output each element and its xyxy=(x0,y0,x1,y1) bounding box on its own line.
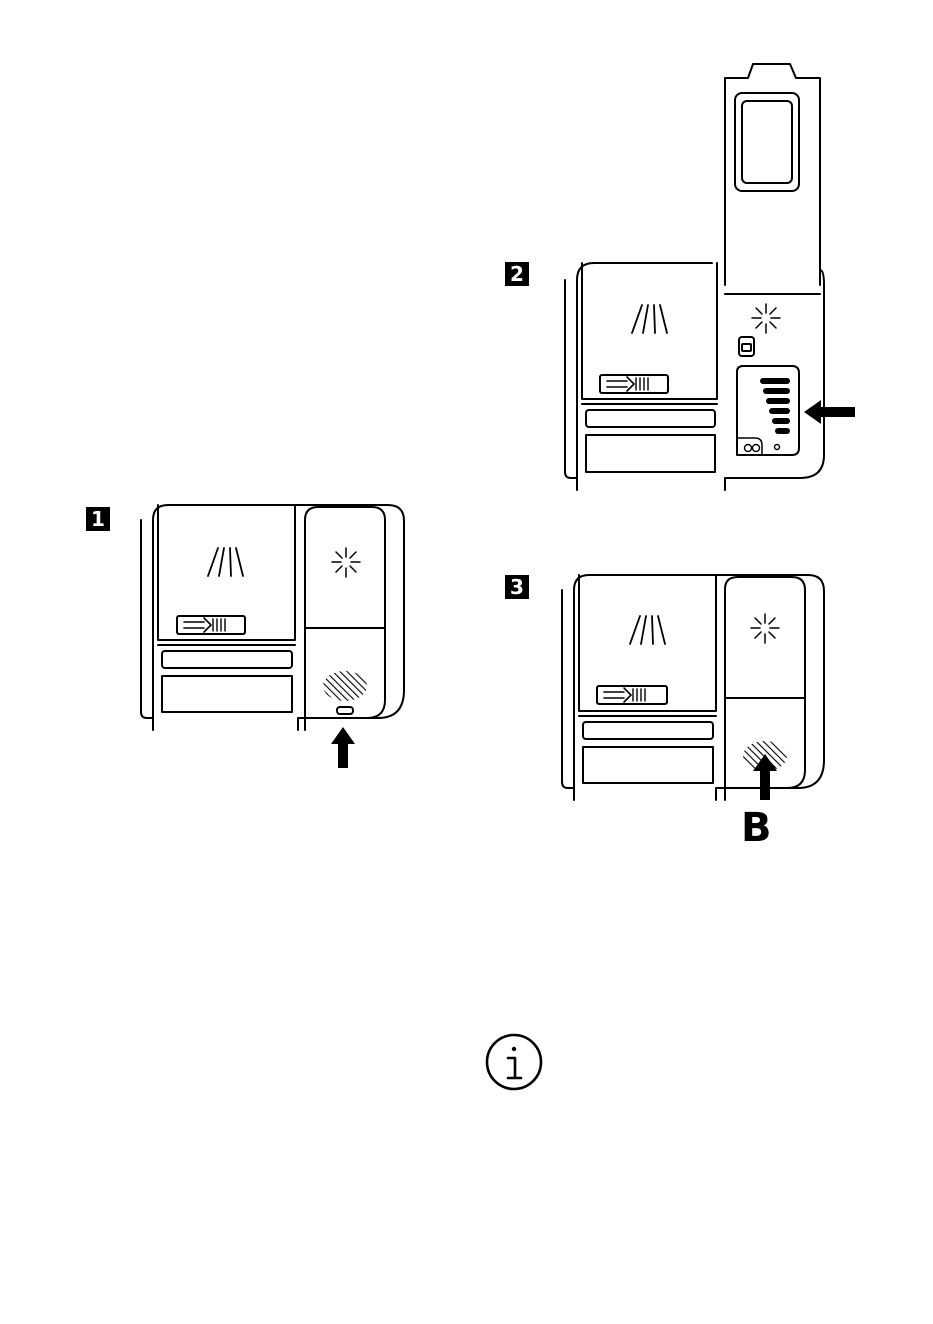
figure-2-open-lid xyxy=(725,64,820,285)
figure-2-dosage-scale xyxy=(760,378,790,434)
rinse-aid-sparkle-icon xyxy=(751,614,779,643)
info-icon xyxy=(487,1035,541,1089)
figure-1-release-button xyxy=(337,707,353,714)
figure-1-detergent-lid xyxy=(158,505,295,640)
detergent-spray-icon xyxy=(208,548,243,576)
detergent-spray-icon xyxy=(632,305,667,333)
rinse-aid-sparkle-icon xyxy=(332,548,360,577)
figure-3-latch xyxy=(597,686,667,704)
figure-1-dispenser xyxy=(141,505,404,768)
figure-2-detergent-lid xyxy=(582,263,717,399)
figure-1-arrow xyxy=(331,727,355,768)
figure-3-housing xyxy=(574,575,824,800)
figure-3-detergent-lid xyxy=(579,575,716,711)
rinse-aid-sparkle-icon xyxy=(752,304,780,333)
figure-2-latch xyxy=(600,375,668,393)
figure-1-latch xyxy=(177,616,245,634)
figure-2-dispenser xyxy=(565,64,855,490)
figure-2-arrow xyxy=(804,400,855,424)
figure-3-dispenser xyxy=(562,575,824,800)
detergent-spray-icon xyxy=(630,616,665,644)
figure-1-housing xyxy=(153,505,404,730)
figure-1-level-indicator xyxy=(323,671,367,701)
